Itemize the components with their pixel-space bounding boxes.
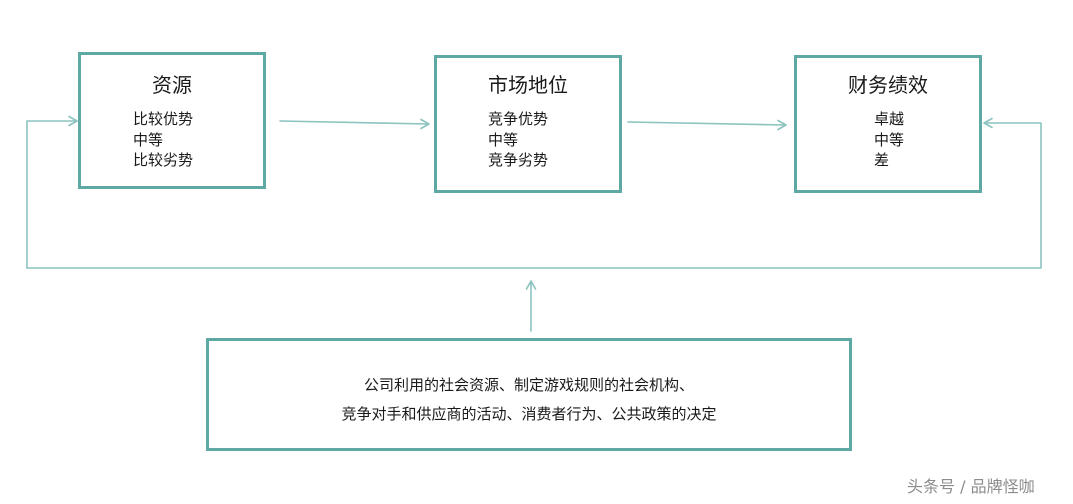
financial-item-excellent: 卓越 xyxy=(874,110,905,128)
resources-item-comparative-disadvantage: 比较劣势 xyxy=(133,151,194,169)
context-line-2: 竞争对手和供应商的活动、消费者行为、公共政策的决定 xyxy=(341,405,717,423)
market-position-items: 竞争优势 中等 竞争劣势 xyxy=(488,109,548,171)
resources-item-medium: 中等 xyxy=(133,130,164,149)
feedback-loop-right xyxy=(26,117,1042,269)
financial-item-medium: 中等 xyxy=(874,130,905,149)
market-position-title: 市场地位 xyxy=(488,73,568,97)
financial-performance-title: 财务绩效 xyxy=(848,73,928,97)
resources-title: 资源 xyxy=(152,73,192,97)
financial-item-poor: 差 xyxy=(874,151,890,169)
external-context-text: 公司利用的社会资源、制定游戏规则的社会机构、 竞争对手和供应商的活动、消费者行为… xyxy=(209,371,849,429)
arrow-context-to-loop xyxy=(525,280,537,332)
context-line-1: 公司利用的社会资源、制定游戏规则的社会机构、 xyxy=(363,376,694,394)
market-item-medium: 中等 xyxy=(488,130,519,149)
financial-performance-box: 财务绩效 卓越 中等 差 xyxy=(794,55,982,193)
resources-box: 资源 比较优势 中等 比较劣势 xyxy=(78,52,266,189)
external-context-box: 公司利用的社会资源、制定游戏规则的社会机构、 竞争对手和供应商的活动、消费者行为… xyxy=(206,338,852,451)
arrow-market-to-financial xyxy=(627,119,787,131)
market-item-competitive-advantage: 竞争优势 xyxy=(488,110,549,128)
market-position-box: 市场地位 竞争优势 中等 竞争劣势 xyxy=(434,55,622,193)
resources-item-comparative-advantage: 比较优势 xyxy=(133,110,194,128)
arrow-resources-to-market xyxy=(279,118,430,130)
market-item-competitive-disadvantage: 竞争劣势 xyxy=(488,151,549,169)
financial-performance-items: 卓越 中等 差 xyxy=(874,109,904,171)
watermark: 头条号 / 品牌怪咖 xyxy=(907,477,1035,496)
resources-items: 比较优势 中等 比较劣势 xyxy=(133,109,193,171)
feedback-loop-left xyxy=(26,115,78,269)
